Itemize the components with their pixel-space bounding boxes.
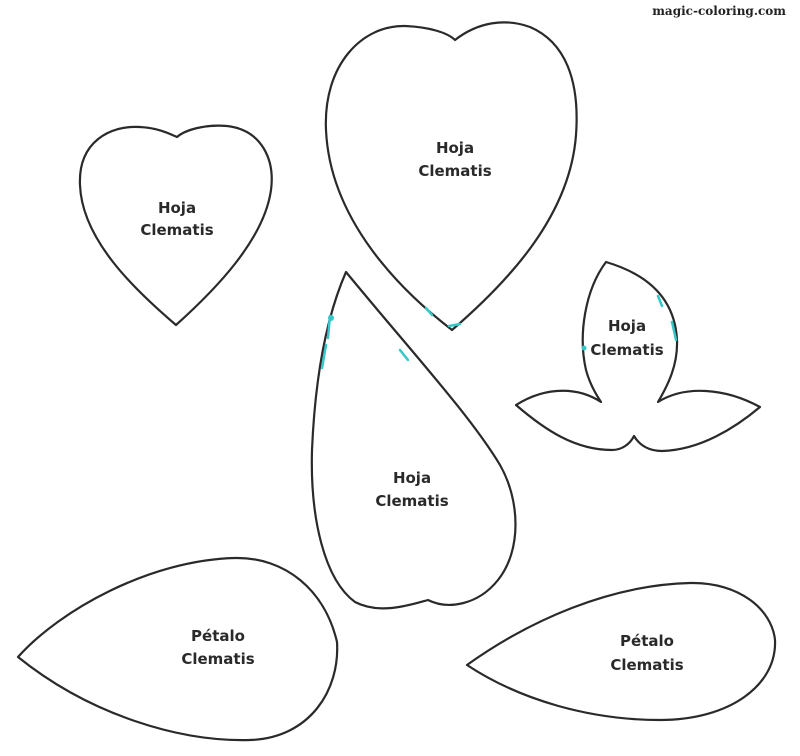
teal-mark-teardrop-2	[398, 348, 410, 362]
teal-mark-bud-1	[656, 294, 664, 308]
teardrop-leaf-label-line1: Hoja	[393, 469, 431, 487]
heart-leaf-large-label-line1: Hoja	[436, 139, 474, 157]
bud-sepal-leaf-label-line1: Hoja	[608, 317, 646, 335]
petal-right-label-line1: Pétalo	[620, 632, 674, 650]
teal-dot-bud	[581, 345, 587, 351]
heart-leaf-small-label-line1: Hoja	[158, 199, 196, 217]
bud-sepal-leaf-outline	[514, 260, 762, 453]
heart-leaf-small-label-line2: Clematis	[140, 221, 213, 239]
petal-left: Pétalo Clematis	[16, 556, 339, 742]
heart-leaf-small: Hoja Clematis	[78, 124, 273, 327]
petal-right-label-line2: Clematis	[610, 656, 683, 674]
heart-leaf-large-outline	[324, 21, 578, 332]
petal-left-label-line1: Pétalo	[191, 627, 245, 645]
teardrop-leaf-outline	[310, 270, 517, 610]
petal-right-outline	[465, 581, 777, 722]
teal-mark-large-1	[424, 306, 434, 317]
bud-sepal-leaf: Hoja Clematis	[514, 260, 762, 453]
teal-mark-bud-2	[670, 320, 678, 342]
petal-right: Pétalo Clematis	[465, 581, 777, 722]
heart-leaf-large-label-line2: Clematis	[418, 162, 491, 180]
teardrop-leaf-label-line2: Clematis	[375, 492, 448, 510]
teal-dot-teardrop	[328, 315, 334, 321]
teal-mark-large-2	[447, 322, 462, 328]
watermark-text: magic-coloring.com	[652, 4, 786, 18]
heart-leaf-small-outline	[78, 124, 273, 327]
petal-left-outline	[16, 556, 339, 742]
petal-left-label-line2: Clematis	[181, 650, 254, 668]
bud-sepal-leaf-label-line2: Clematis	[590, 341, 663, 359]
teardrop-leaf: Hoja Clematis	[310, 270, 517, 610]
heart-leaf-large: Hoja Clematis	[324, 21, 578, 332]
